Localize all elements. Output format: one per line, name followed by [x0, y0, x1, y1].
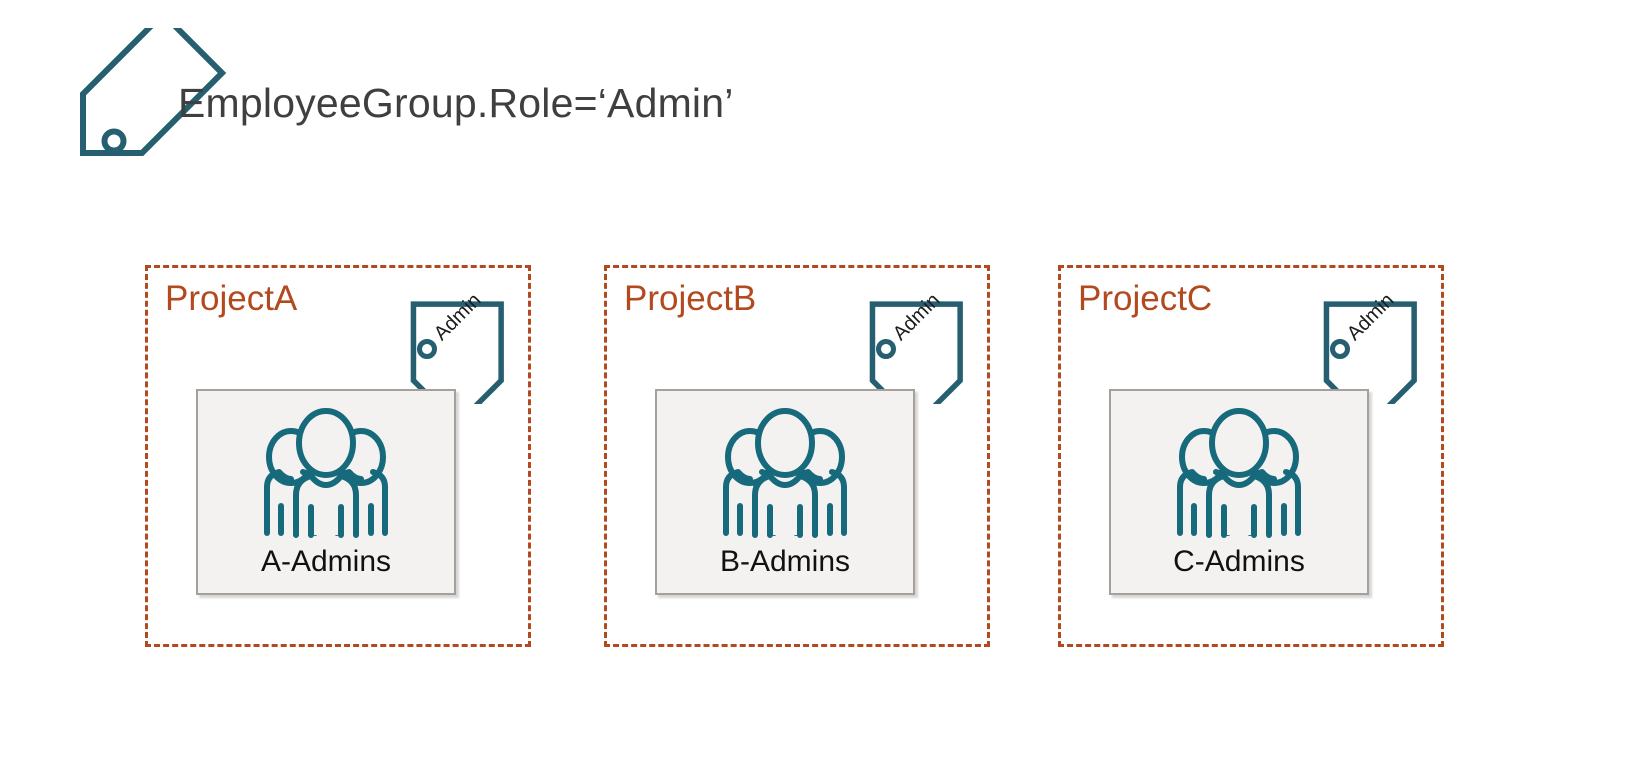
people-group-icon [723, 408, 847, 538]
people-group-icon [1177, 408, 1301, 538]
group-card[interactable]: C-Admins [1109, 389, 1369, 595]
group-card-label: A-Admins [260, 545, 392, 578]
admin-tag[interactable]: Admin [1305, 282, 1437, 404]
people-group-icon [264, 408, 388, 538]
tag-icon [80, 28, 227, 156]
project-box-projectc[interactable]: ProjectC Admin C-Admins [1058, 265, 1444, 647]
group-card[interactable]: B-Admins [655, 389, 915, 595]
admin-tag[interactable]: Admin [851, 282, 983, 404]
group-card[interactable]: A-Admins [196, 389, 456, 595]
admin-tag[interactable]: Admin [392, 282, 524, 404]
project-box-projecta[interactable]: ProjectA Admin [145, 265, 531, 647]
project-box-projectb[interactable]: ProjectB Admin B-Admins [604, 265, 990, 647]
project-title: ProjectA [165, 279, 298, 318]
group-card-label: C-Admins [1173, 545, 1305, 578]
project-title: ProjectB [624, 279, 757, 318]
project-title: ProjectC [1078, 279, 1213, 318]
header-tag-label: EmployeeGroup.Role=‘Admin’ [178, 80, 734, 126]
header-tag-group: EmployeeGroup.Role=‘Admin’ [70, 28, 770, 178]
group-card-label: B-Admins [719, 545, 851, 578]
